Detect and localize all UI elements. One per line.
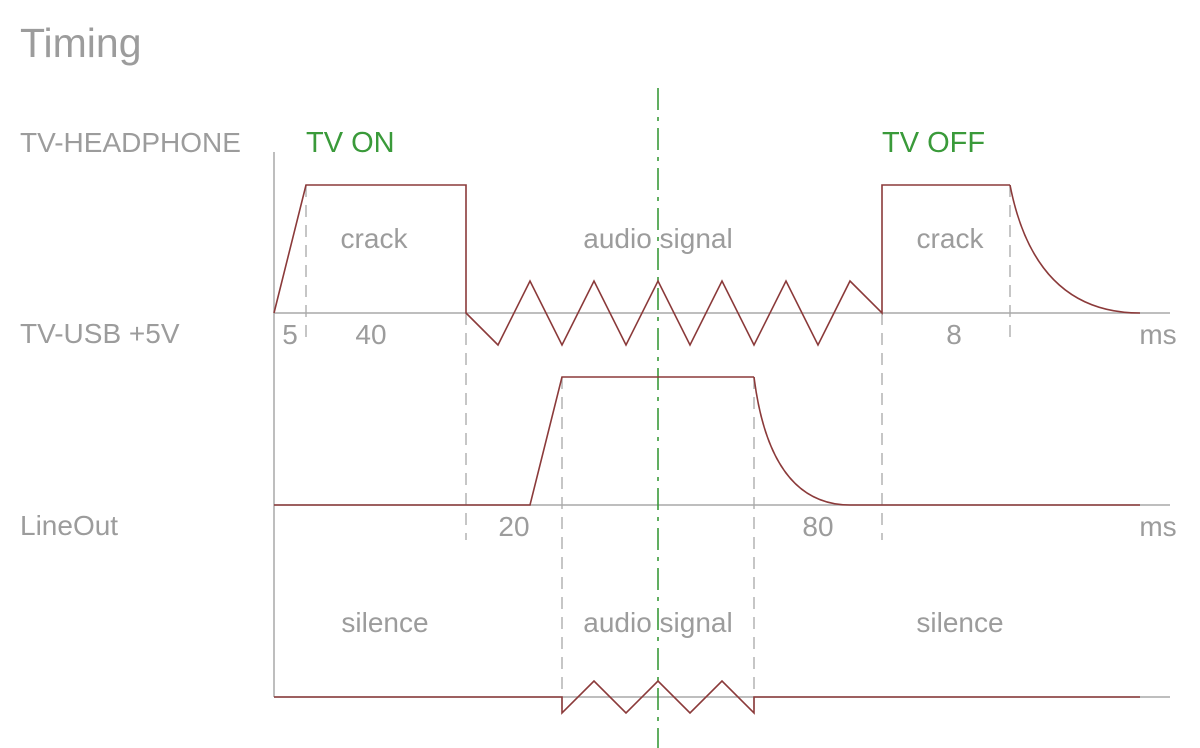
duration-20: 20: [498, 511, 529, 542]
signal-headphone-decay: [1009, 184, 1141, 314]
duration-5: 5: [282, 319, 298, 350]
region-crack-off: crack: [917, 223, 985, 254]
event-tv-off: TV OFF: [882, 127, 985, 159]
signal-headphone: [273, 184, 1010, 347]
unit-ms-top: ms: [1139, 319, 1176, 350]
region-silence-right: silence: [916, 607, 1003, 638]
duration-80: 80: [802, 511, 833, 542]
region-silence-left: silence: [341, 607, 428, 638]
region-audio-bottom: audio signal: [583, 607, 732, 638]
duration-8: 8: [946, 319, 962, 350]
duration-40: 40: [355, 319, 386, 350]
row-label-usb: TV-USB +5V: [20, 318, 180, 349]
signal-usb: [274, 376, 754, 506]
diagram-title: Timing: [20, 20, 142, 66]
signal-usb-decay: [753, 376, 1140, 506]
row-label-headphone: TV-HEADPHONE: [20, 127, 241, 158]
region-audio-top: audio signal: [583, 223, 732, 254]
region-crack-on: crack: [341, 223, 409, 254]
row-label-lineout: LineOut: [20, 510, 118, 541]
event-tv-on: TV ON: [306, 127, 395, 159]
signal-lineout: [274, 679, 1140, 715]
unit-ms-mid: ms: [1139, 511, 1176, 542]
